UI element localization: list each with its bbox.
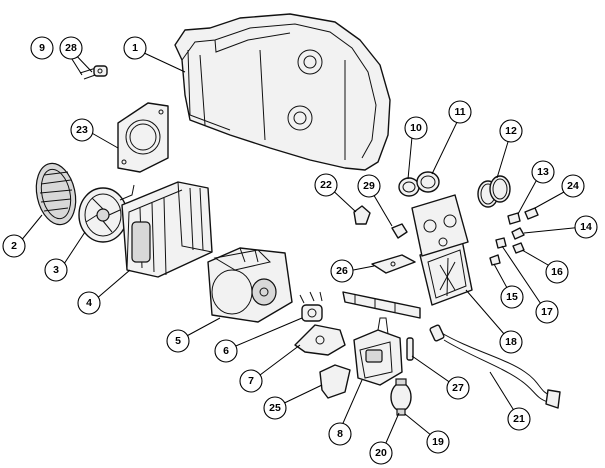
- callout-label: 1: [132, 42, 138, 54]
- grille-part: [35, 162, 77, 226]
- callout-label: 29: [363, 180, 375, 192]
- screw-clip-part: [79, 65, 108, 80]
- callout-label: 19: [432, 436, 444, 448]
- callout-6: 6: [214, 339, 238, 363]
- callout-label: 3: [53, 264, 59, 276]
- regulator-part: [390, 378, 412, 416]
- callout-12: 12: [499, 119, 523, 143]
- callout-28: 28: [59, 36, 83, 60]
- callout-label: 27: [452, 382, 464, 394]
- callout-11: 11: [448, 100, 472, 124]
- electrode-part: [406, 337, 414, 361]
- callout-7: 7: [239, 369, 263, 393]
- switch-part: [391, 223, 408, 239]
- housing-shell-part: [174, 13, 391, 171]
- callout-17: 17: [535, 300, 559, 324]
- gas-valve-part: [353, 317, 403, 386]
- callout-10: 10: [404, 116, 428, 140]
- wiring-harness-part: [429, 324, 561, 409]
- callout-15: 15: [500, 285, 524, 309]
- callout-8: 8: [328, 422, 352, 446]
- callout-26: 26: [330, 259, 354, 283]
- callout-4: 4: [77, 291, 101, 315]
- callout-16: 16: [545, 260, 569, 284]
- callout-label: 12: [505, 125, 517, 137]
- callout-label: 16: [551, 266, 563, 278]
- callout-label: 22: [320, 179, 332, 191]
- bushing-part: [299, 291, 323, 322]
- callout-29: 29: [357, 174, 381, 198]
- callout-label: 11: [454, 106, 465, 118]
- callout-20: 20: [369, 441, 393, 465]
- small-bracket-part: [319, 364, 351, 399]
- heat-exchanger-part: [121, 181, 213, 278]
- mounting-plate-part: [117, 102, 169, 173]
- clip-part: [353, 205, 371, 225]
- callout-label: 28: [65, 42, 77, 54]
- callout-label: 2: [11, 240, 17, 252]
- callout-24: 24: [561, 174, 585, 198]
- callout-label: 9: [39, 42, 45, 54]
- burner-box-part: [411, 194, 473, 306]
- callout-label: 24: [567, 180, 579, 192]
- callout-label: 21: [513, 413, 525, 425]
- ring-pair-part: [477, 175, 511, 208]
- callout-label: 5: [175, 335, 181, 347]
- callout-23: 23: [70, 118, 94, 142]
- callout-13: 13: [531, 160, 555, 184]
- callout-label: 7: [248, 375, 254, 387]
- callout-label: 20: [375, 447, 387, 459]
- thermostat-pair-part: [398, 171, 440, 197]
- callout-label: 15: [506, 291, 518, 303]
- callout-14: 14: [574, 215, 598, 239]
- callout-label: 4: [86, 297, 92, 309]
- callout-label: 17: [541, 306, 553, 318]
- callout-21: 21: [507, 407, 531, 431]
- callout-25: 25: [263, 396, 287, 420]
- callout-label: 14: [580, 221, 592, 233]
- callout-label: 13: [537, 166, 549, 178]
- callout-label: 23: [76, 124, 88, 136]
- callout-label: 18: [505, 336, 517, 348]
- callout-5: 5: [166, 329, 190, 353]
- callout-label: 10: [410, 122, 422, 134]
- small-fittings-part: [489, 207, 539, 266]
- callout-2: 2: [2, 234, 26, 258]
- callout-1: 1: [123, 36, 147, 60]
- callout-label: 25: [269, 402, 281, 414]
- callout-22: 22: [314, 173, 338, 197]
- motor-assembly-part: [207, 247, 293, 323]
- callout-label: 6: [223, 345, 229, 357]
- callout-label: 26: [336, 265, 348, 277]
- callout-label: 8: [337, 428, 343, 440]
- plate-part: [371, 254, 416, 274]
- callout-18: 18: [499, 330, 523, 354]
- bracket-part: [294, 324, 346, 356]
- callout-19: 19: [426, 430, 450, 454]
- callout-9: 9: [30, 36, 54, 60]
- fan-part: [78, 184, 135, 243]
- callout-3: 3: [44, 258, 68, 282]
- burner-rail-part: [342, 291, 421, 319]
- callout-27: 27: [446, 376, 470, 400]
